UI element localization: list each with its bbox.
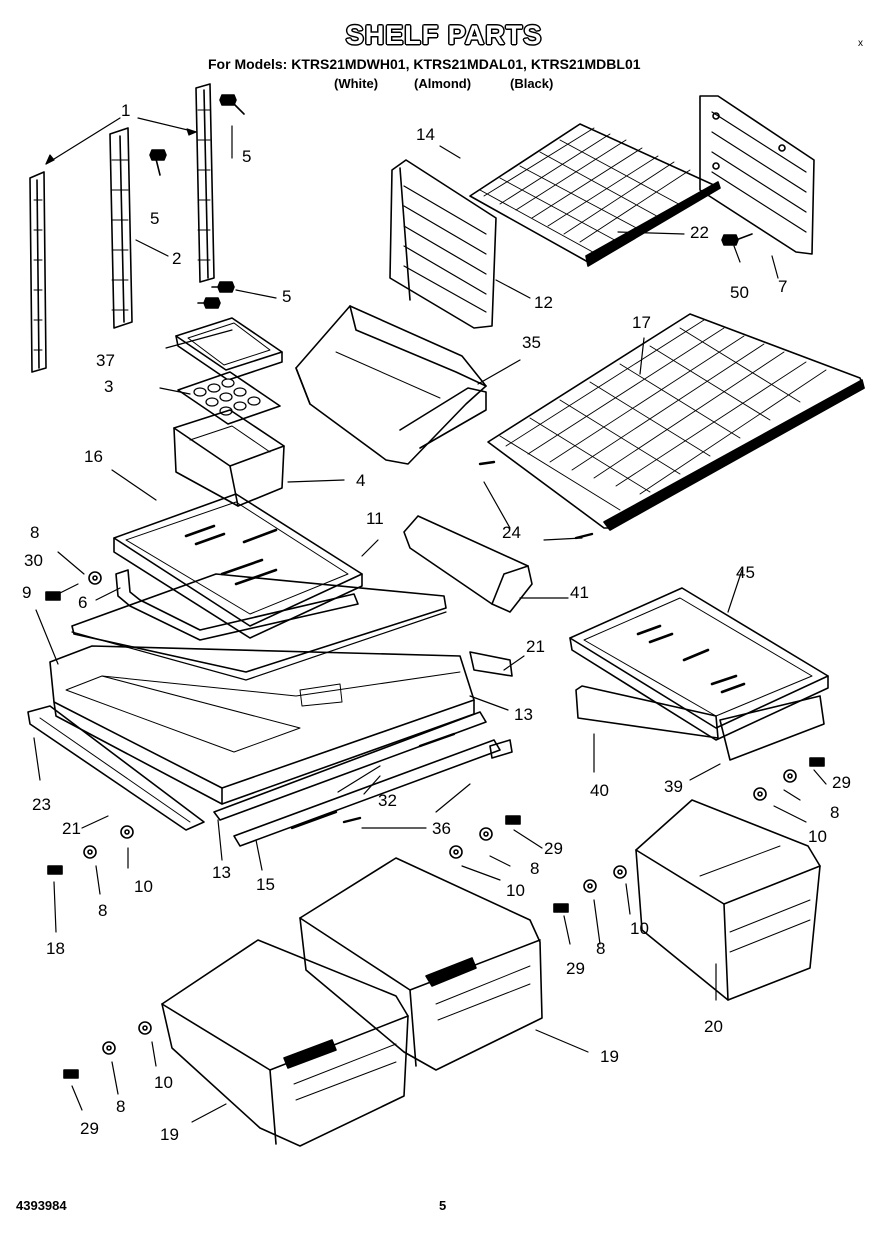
callout: 22	[690, 223, 709, 242]
utility-bin	[173, 409, 285, 507]
callout: 29	[544, 839, 563, 858]
page-title: SHELF PARTS	[345, 20, 543, 50]
color-label-almond: (Almond)	[414, 76, 472, 91]
callout: 5	[282, 287, 291, 306]
pan-screws	[45, 591, 825, 1079]
egg-tray	[177, 371, 281, 425]
color-label-white: (White)	[334, 76, 379, 91]
callout: 8	[830, 803, 839, 822]
callout: 50	[730, 283, 749, 302]
color-label-black: (Black)	[510, 76, 554, 91]
callout: 6	[78, 593, 87, 612]
callout: 11	[366, 509, 384, 528]
ladder-bracket-right	[699, 95, 815, 255]
callout: 4	[356, 471, 365, 490]
callout: 10	[630, 919, 649, 938]
ladder-bracket-left	[389, 159, 497, 329]
callout: 16	[84, 447, 103, 466]
callout: 10	[154, 1073, 173, 1092]
callout: 40	[590, 781, 609, 800]
glass-shelf-right	[569, 587, 829, 741]
pan-slide-hardware	[290, 732, 513, 830]
callout: 30	[24, 551, 43, 570]
crisper-pan-center	[299, 857, 543, 1071]
callout: 41	[570, 583, 589, 602]
callout: 17	[632, 313, 651, 332]
callout: 10	[808, 827, 827, 846]
callout: 21	[62, 819, 81, 838]
callout: 24	[502, 523, 521, 542]
callout: 35	[522, 333, 541, 352]
dairy-door	[175, 317, 283, 381]
callout: 21	[526, 637, 545, 656]
callout: 7	[778, 277, 787, 296]
callout: 8	[30, 523, 39, 542]
callout: 39	[664, 777, 683, 796]
callout: 2	[172, 249, 181, 268]
callout: 29	[832, 773, 851, 792]
side-rail-right	[195, 83, 215, 283]
callout: 8	[530, 859, 539, 878]
callout: 23	[32, 795, 51, 814]
spacers-and-washers	[83, 571, 797, 1055]
corner-mark: x	[858, 38, 863, 49]
callout: 10	[506, 881, 525, 900]
callout: 19	[600, 1047, 619, 1066]
callout: 45	[736, 563, 755, 582]
callout: 20	[704, 1017, 723, 1036]
shelf-screw-group	[149, 94, 753, 309]
glass-shelf-frame	[71, 573, 447, 681]
shelf-support-bracket	[115, 569, 359, 641]
callout: 18	[46, 939, 65, 958]
shelf-support-right	[575, 685, 825, 761]
callout: 32	[378, 791, 397, 810]
wire-shelf-lower	[478, 313, 865, 540]
callout: 9	[22, 583, 31, 602]
pan-slide-left	[27, 705, 205, 831]
callout: 14	[416, 125, 435, 144]
meat-drawer	[635, 799, 821, 1001]
callout: 1	[121, 101, 130, 120]
callout: 13	[514, 705, 533, 724]
callout: 13	[212, 863, 231, 882]
callout: 19	[160, 1125, 179, 1144]
crisper-cover	[49, 645, 475, 805]
callout: 5	[242, 147, 251, 166]
callout: 15	[256, 875, 275, 894]
callout: 36	[432, 819, 451, 838]
callout: 8	[98, 901, 107, 920]
callout: 10	[134, 877, 153, 896]
crisper-pan-left	[161, 939, 409, 1147]
callout: 29	[566, 959, 585, 978]
callout: 8	[116, 1097, 125, 1116]
document-number: 4393984	[16, 1198, 67, 1213]
callout: 5	[150, 209, 159, 228]
callout: 37	[96, 351, 115, 370]
callout: 29	[80, 1119, 99, 1138]
callout: 3	[104, 377, 113, 396]
deli-drawer	[295, 305, 487, 465]
leader-lines	[33, 117, 827, 1123]
callout: 12	[534, 293, 553, 312]
model-numbers: For Models: KTRS21MDWH01, KTRS21MDAL01, …	[208, 56, 641, 72]
side-rail-left	[29, 171, 47, 373]
pan-slide-right	[213, 651, 513, 847]
side-rail-center	[109, 127, 133, 329]
glass-shelf-upper	[113, 493, 363, 639]
callout: 8	[596, 939, 605, 958]
wire-shelf-upper	[469, 123, 721, 267]
page-number: 5	[439, 1198, 447, 1213]
